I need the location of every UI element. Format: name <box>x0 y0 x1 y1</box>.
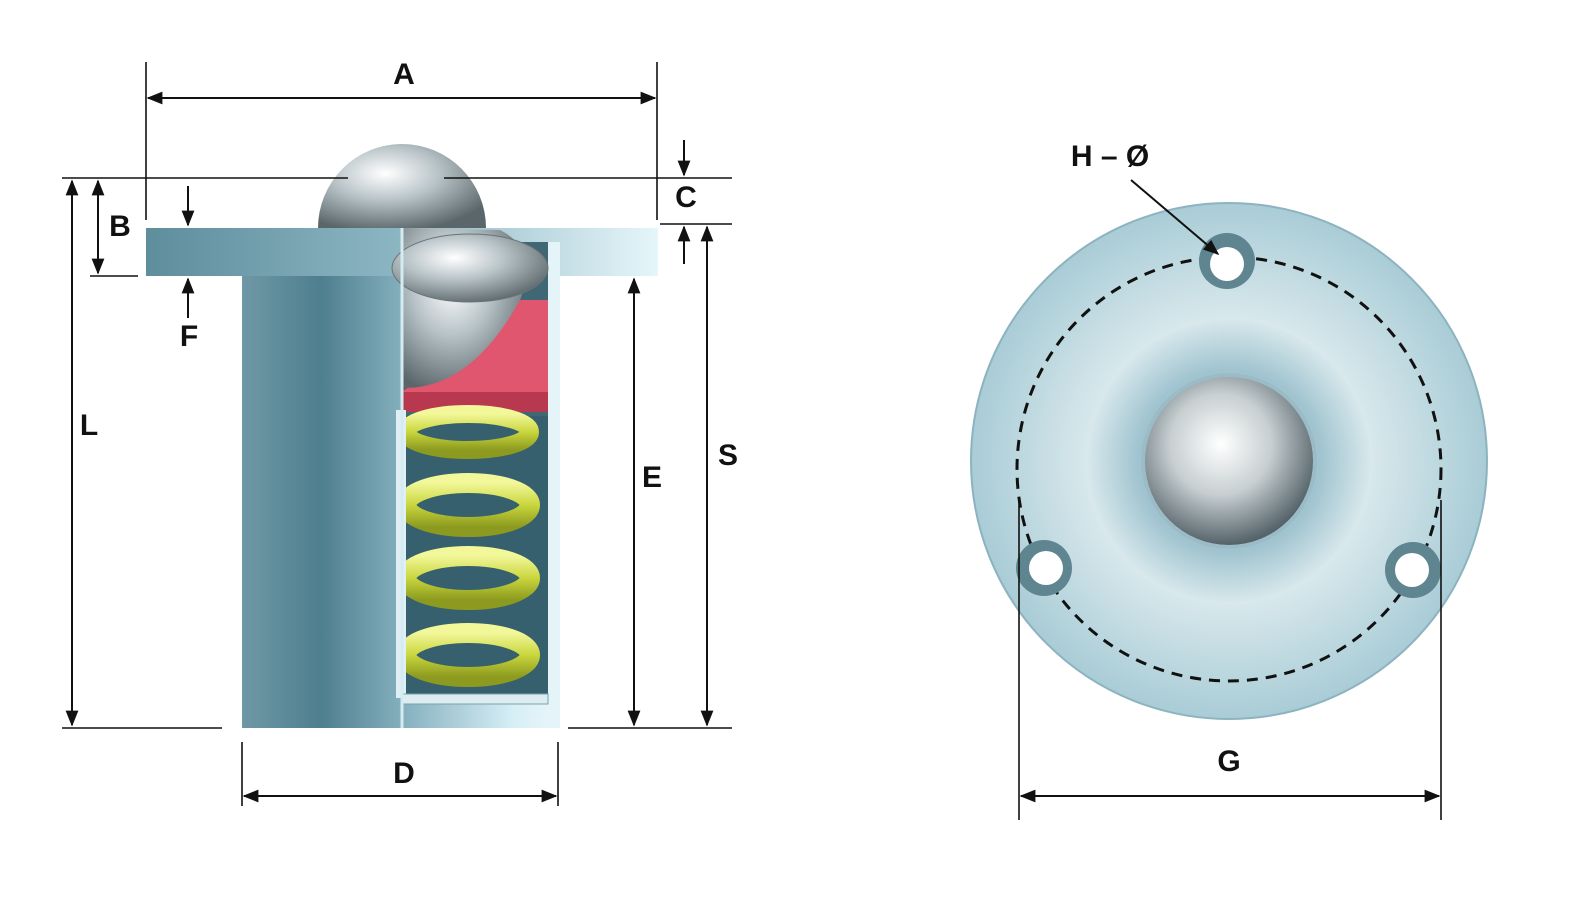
label-h: H – Ø <box>1071 140 1149 173</box>
dimension-h: H – Ø <box>1071 140 1220 256</box>
mounting-hole <box>1029 551 1063 585</box>
label-e: E <box>642 461 662 494</box>
dimension-c: C <box>660 140 732 264</box>
dimension-g: G <box>1018 500 1442 820</box>
dimension-d: D <box>241 742 559 806</box>
label-g: G <box>1217 745 1240 778</box>
label-b: B <box>109 210 131 243</box>
dimension-f: F <box>180 186 198 353</box>
dimension-e: E <box>568 277 732 729</box>
dimension-l: L <box>62 179 222 729</box>
label-d: D <box>393 757 415 790</box>
label-s: S <box>718 439 738 472</box>
side-section-view <box>146 144 658 728</box>
label-f: F <box>180 320 198 353</box>
mounting-hole <box>1395 553 1429 587</box>
label-a: A <box>393 58 415 91</box>
mounting-hole <box>1210 247 1244 281</box>
label-l: L <box>80 409 98 442</box>
dimension-a: A <box>145 58 658 220</box>
top-ball <box>1145 377 1313 545</box>
dimension-b: B <box>62 177 732 277</box>
dimension-s: S <box>700 225 738 727</box>
top-view <box>970 202 1488 720</box>
ball <box>318 144 486 228</box>
bottom-plate <box>401 693 549 705</box>
mounting-holes <box>1016 233 1441 598</box>
spring <box>396 405 548 698</box>
label-c: C <box>675 181 697 214</box>
